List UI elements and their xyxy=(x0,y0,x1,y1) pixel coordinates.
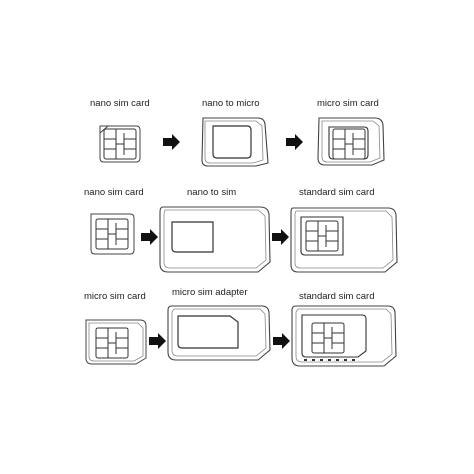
micro-sim-card-row1 xyxy=(317,117,385,166)
label-nano-to-sim: nano to sim xyxy=(187,187,237,198)
arrow-icon xyxy=(286,134,303,150)
arrow-icon xyxy=(141,229,158,245)
arrow-icon xyxy=(163,134,180,150)
label-standard-sim-card-2: standard sim card xyxy=(299,291,375,302)
label-micro-sim-card-1: micro sim card xyxy=(317,98,379,109)
standard-sim-card-row2 xyxy=(290,207,398,273)
micro-sim-adapter xyxy=(167,305,271,361)
nano-to-sim-adapter xyxy=(159,206,271,273)
label-micro-sim-adapter: micro sim adapter xyxy=(172,287,248,298)
nano-sim-card-row2 xyxy=(90,213,135,255)
arrow-icon xyxy=(272,229,289,245)
label-nano-sim-card-1: nano sim card xyxy=(90,98,150,109)
nano-sim-card-row1 xyxy=(99,125,141,163)
standard-sim-card-row3 xyxy=(291,305,397,367)
label-nano-sim-card-2: nano sim card xyxy=(84,187,144,198)
arrow-icon xyxy=(273,333,290,349)
label-micro-sim-card-2: micro sim card xyxy=(84,291,146,302)
label-nano-to-micro: nano to micro xyxy=(202,98,260,109)
micro-sim-card-row3 xyxy=(85,319,147,365)
nano-to-micro-adapter xyxy=(201,117,269,167)
arrow-icon xyxy=(149,333,166,349)
label-standard-sim-card-1: standard sim card xyxy=(299,187,375,198)
